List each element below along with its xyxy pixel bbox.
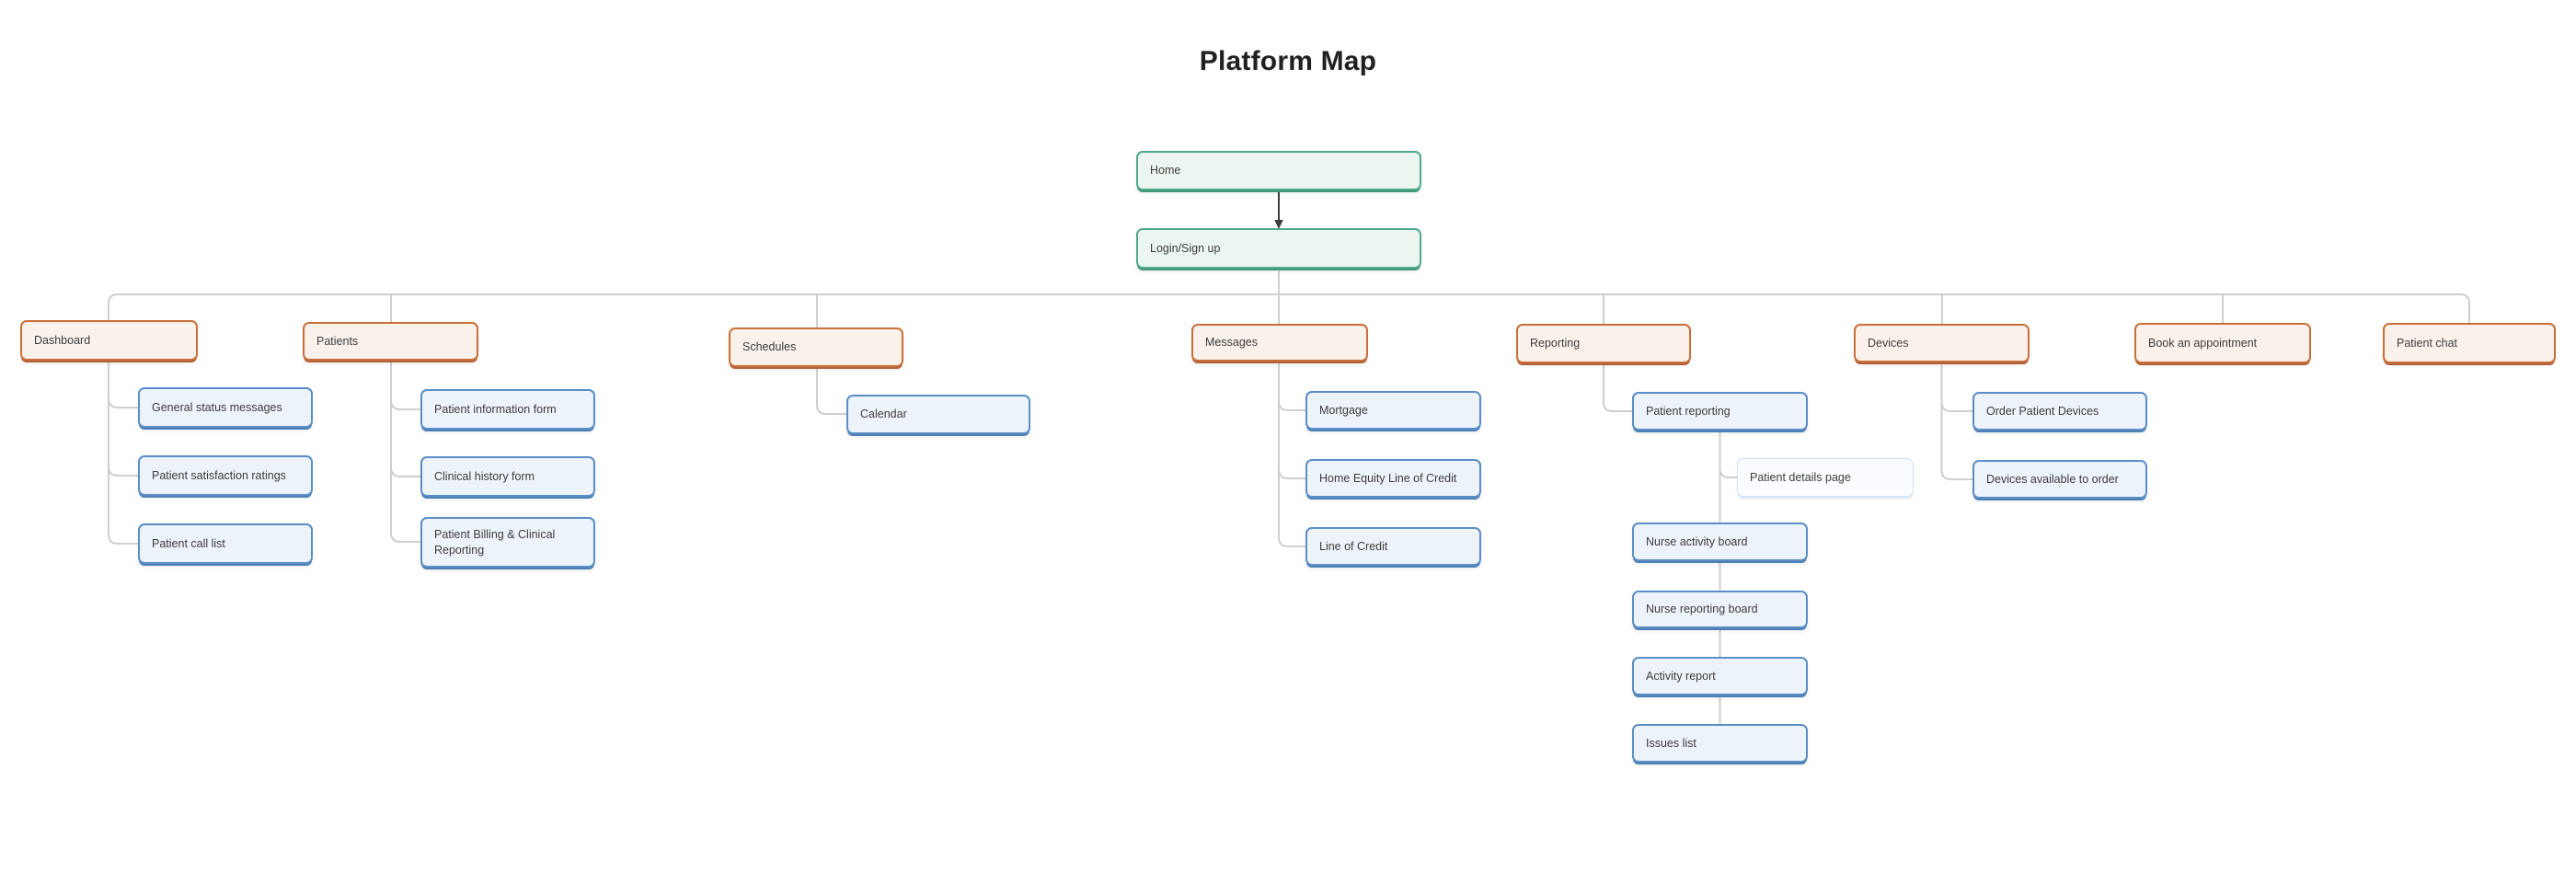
node-login-signup[interactable]: Login/Sign up — [1136, 228, 1421, 269]
node-schedules[interactable]: Schedules — [729, 327, 903, 367]
node-issues-list[interactable]: Issues list — [1632, 724, 1808, 763]
node-label: Patient chat — [2397, 336, 2458, 350]
node-mortgage[interactable]: Mortgage — [1305, 391, 1481, 430]
node-label: Dashboard — [34, 333, 91, 347]
node-home-equity-line-of-credit[interactable]: Home Equity Line of Credit — [1305, 459, 1481, 498]
node-label: Issues list — [1646, 736, 1696, 750]
connector-patients-child2 — [390, 466, 420, 477]
node-label: Patient reporting — [1646, 404, 1731, 418]
node-home[interactable]: Home — [1136, 151, 1421, 190]
node-label: Devices available to order — [1986, 472, 2119, 486]
connector-messages-children — [1278, 361, 1305, 547]
node-line-of-credit[interactable]: Line of Credit — [1305, 527, 1481, 566]
node-patient-billing-clinical-reporting[interactable]: Patient Billing & Clinical Reporting — [420, 517, 595, 568]
node-label: Mortgage — [1319, 403, 1368, 417]
arrow-home-to-login — [1274, 190, 1283, 229]
connector-trunk — [108, 293, 2470, 323]
node-patient-satisfaction-ratings[interactable]: Patient satisfaction ratings — [138, 455, 313, 496]
node-general-status-messages[interactable]: General status messages — [138, 387, 313, 428]
node-dashboard[interactable]: Dashboard — [20, 320, 198, 361]
node-devices[interactable]: Devices — [1854, 324, 2030, 362]
node-label: Patients — [316, 334, 359, 348]
node-activity-report[interactable]: Activity report — [1632, 657, 1808, 695]
node-label: Patient satisfaction ratings — [152, 468, 286, 482]
node-label: Nurse reporting board — [1646, 603, 1758, 616]
node-label: Book an appointment — [2148, 336, 2258, 350]
node-label: Schedules — [742, 340, 797, 354]
node-patient-reporting[interactable]: Patient reporting — [1632, 392, 1808, 431]
connector-patient-details — [1719, 467, 1737, 478]
connector-patients-children — [390, 361, 420, 543]
node-label: Devices — [1868, 336, 1909, 350]
node-nurse-reporting-board[interactable]: Nurse reporting board — [1632, 591, 1808, 628]
node-label: Home Equity Line of Credit — [1319, 471, 1457, 485]
node-label: Patient call list — [152, 536, 225, 550]
node-calendar[interactable]: Calendar — [846, 395, 1030, 434]
node-label: Order Patient Devices — [1986, 404, 2099, 418]
node-patients[interactable]: Patients — [303, 322, 478, 361]
connector-devices-child1 — [1940, 401, 1972, 412]
node-order-patient-devices[interactable]: Order Patient Devices — [1972, 392, 2147, 431]
connector-patients-child1 — [390, 399, 420, 410]
node-label: Clinical history form — [434, 469, 535, 483]
node-label: Patient information form — [434, 402, 557, 416]
node-label: Messages — [1205, 336, 1258, 350]
node-devices-available-to-order[interactable]: Devices available to order — [1972, 460, 2147, 499]
node-patient-call-list[interactable]: Patient call list — [138, 523, 313, 564]
connector-dashboard-children — [108, 361, 138, 545]
node-nurse-activity-board[interactable]: Nurse activity board — [1632, 523, 1808, 561]
node-patient-chat[interactable]: Patient chat — [2383, 323, 2556, 363]
node-reporting[interactable]: Reporting — [1516, 324, 1691, 363]
node-label: Nurse activity board — [1646, 534, 1748, 548]
node-label: Calendar — [860, 408, 907, 421]
connector-messages-child2 — [1278, 468, 1305, 479]
connector-messages-child1 — [1278, 400, 1305, 411]
node-label: Patient Billing & Clinical Reporting — [434, 527, 556, 557]
connector-devices-children — [1940, 362, 1972, 480]
node-label: Reporting — [1530, 337, 1581, 350]
node-patient-information-form[interactable]: Patient information form — [420, 389, 595, 430]
page-title: Platform Map — [1199, 46, 1377, 76]
node-clinical-history-form[interactable]: Clinical history form — [420, 456, 595, 497]
connector-schedules-child — [816, 367, 846, 415]
node-patient-details-page[interactable]: Patient details page — [1737, 458, 1914, 497]
node-label: Login/Sign up — [1150, 241, 1221, 255]
node-label: Patient details page — [1750, 470, 1851, 484]
connector-dashboard-child1 — [108, 397, 138, 408]
connector-reporting-child — [1603, 363, 1632, 412]
node-label: General status messages — [152, 400, 282, 414]
node-messages[interactable]: Messages — [1191, 324, 1368, 362]
node-label: Line of Credit — [1319, 539, 1388, 553]
connector-dashboard-child2 — [108, 465, 138, 477]
node-label: Activity report — [1646, 669, 1716, 683]
node-book-appointment[interactable]: Book an appointment — [2134, 323, 2311, 363]
node-label: Home — [1150, 164, 1181, 178]
